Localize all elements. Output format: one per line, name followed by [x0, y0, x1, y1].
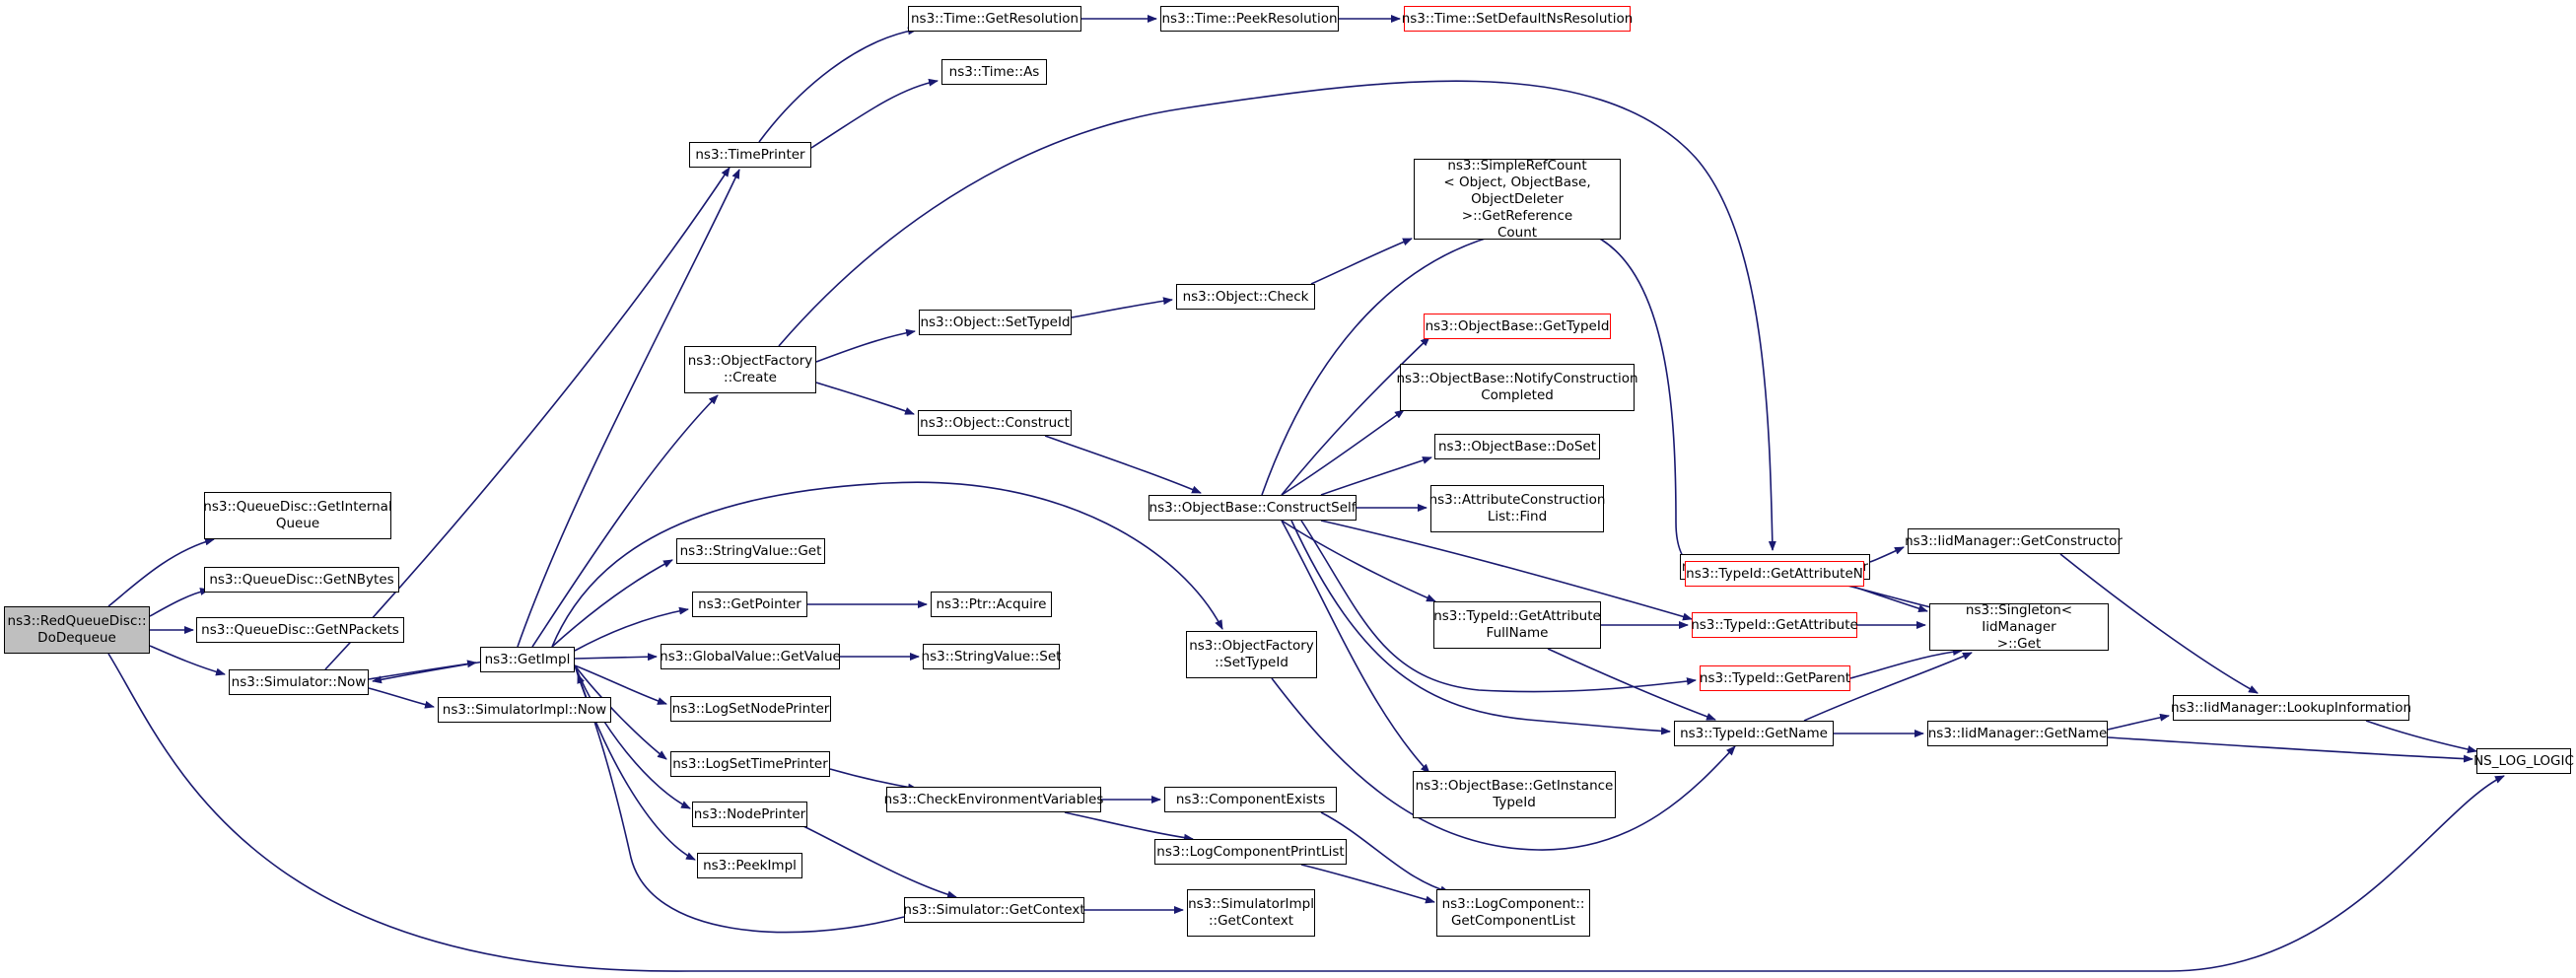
node-typeid-getattributefullname[interactable]: ns3::TypeId::GetAttribute FullName	[1433, 601, 1601, 649]
node-attributeconstructionlist-find[interactable]: ns3::AttributeConstruction List::Find	[1429, 485, 1605, 532]
node-objectfactory-settypeid[interactable]: ns3::ObjectFactory ::SetTypeId	[1186, 631, 1317, 678]
edge-simnow-timeprinter	[324, 167, 731, 670]
node-objectbase-notifyconstruction[interactable]: ns3::ObjectBase::NotifyConstruction Comp…	[1396, 364, 1638, 411]
node-objectbase-constructself[interactable]: ns3::ObjectBase::ConstructSelf	[1149, 495, 1357, 521]
node-ns-log-logic[interactable]: NS_LOG_LOGIC	[2473, 748, 2574, 774]
node-time-getresolution[interactable]: ns3::Time::GetResolution	[908, 6, 1081, 32]
edge-getimpl-globalgetvalue	[574, 653, 658, 662]
node-time-setdefaultnsresolution[interactable]: ns3::Time::SetDefaultNsResolution	[1402, 6, 1633, 32]
edge-getattributefullname-typeidgetname	[1547, 648, 1716, 721]
edge-iidgetname-lookupinfo	[2107, 713, 2170, 731]
node-singleton-iidmanager-get[interactable]: ns3::Singleton< IidManager >::Get	[1929, 602, 2109, 652]
edge-constructself-getattribute	[1320, 520, 1693, 621]
node-simulatorimpl-now[interactable]: ns3::SimulatorImpl::Now	[438, 697, 611, 723]
edge-timeprinter-getresolution	[758, 27, 918, 143]
node-getinternalqueue[interactable]: ns3::QueueDisc::GetInternal Queue	[203, 492, 392, 539]
edge-getimpl-getpointer	[574, 606, 689, 652]
edge-constructself-getinstancetypeid	[1281, 520, 1430, 774]
node-iidmanager-lookupinformation[interactable]: ns3::IidManager::LookupInformation	[2171, 695, 2411, 721]
edge-getimpl-stringvalueget	[551, 559, 673, 648]
node-objectbase-gettypeid[interactable]: ns3::ObjectBase::GetTypeId	[1424, 314, 1611, 339]
edge-dodequeue-getinternalqueue	[107, 537, 215, 607]
node-typeid-getname[interactable]: ns3::TypeId::GetName	[1674, 721, 1834, 746]
node-objectfactory-create[interactable]: ns3::ObjectFactory ::Create	[684, 346, 816, 393]
edge-constructself-doset	[1320, 456, 1432, 496]
edge-dodequeue-getnbytes	[149, 588, 210, 617]
node-peekimpl[interactable]: ns3::PeekImpl	[697, 853, 802, 878]
edge-getimpl-ofsettypeid	[551, 481, 1223, 648]
node-logcomponent-getcomponentlist[interactable]: ns3::LogComponent:: GetComponentList	[1436, 889, 1590, 937]
node-stringvalue-get[interactable]: ns3::StringValue::Get	[676, 538, 825, 564]
edge-constructself-notifyconstruction	[1281, 409, 1405, 496]
node-objectbase-doset[interactable]: ns3::ObjectBase::DoSet	[1434, 434, 1600, 459]
edge-ofsettypeid-typeidgetname	[1271, 677, 1736, 851]
edge-dodequeue-simnow	[149, 645, 226, 676]
edge-getattributen-singletonget	[1852, 586, 1928, 613]
node-nodeprinter[interactable]: ns3::NodePrinter	[692, 802, 807, 827]
node-logcomponentprintlist[interactable]: ns3::LogComponentPrintList	[1154, 839, 1347, 865]
node-time-peekresolution[interactable]: ns3::Time::PeekResolution	[1160, 6, 1339, 32]
node-simulatorimpl-getcontext[interactable]: ns3::SimulatorImpl ::GetContext	[1187, 889, 1315, 937]
edge-objconstruct-constructself	[1044, 435, 1202, 494]
node-getpointer[interactable]: ns3::GetPointer	[692, 592, 807, 617]
edge-componentexists-getcomponentlist	[1320, 811, 1450, 894]
node-componentexists[interactable]: ns3::ComponentExists	[1164, 787, 1337, 812]
node-typeid-getattributen[interactable]: ns3::TypeId::GetAttributeN	[1685, 561, 1864, 587]
edge-ofcreate-objconstruct	[815, 382, 915, 415]
edge-checkenv-logcomponentprintlist	[1064, 811, 1194, 842]
edge-nodeprinter-simgetcontext	[802, 825, 957, 899]
node-object-settypeid[interactable]: ns3::Object::SetTypeId	[919, 310, 1072, 335]
node-timeprinter[interactable]: ns3::TimePrinter	[689, 142, 811, 168]
edge-constructself-getattributefullname	[1281, 520, 1436, 602]
node-typeid-getparent[interactable]: ns3::TypeId::GetParent	[1700, 665, 1850, 691]
edge-simnow-simimplnow	[368, 687, 435, 709]
node-logsetnodeprinter[interactable]: ns3::LogSetNodePrinter	[670, 696, 831, 722]
node-simplerefcount[interactable]: ns3::SimpleRefCount < Object, ObjectBase…	[1414, 158, 1621, 241]
node-time-as[interactable]: ns3::Time::As	[941, 59, 1047, 85]
node-dodequeue[interactable]: ns3::RedQueueDisc:: DoDequeue	[4, 606, 150, 654]
edge-simgetcontext-getimpl	[577, 673, 905, 934]
edge-iidgetconstructor-lookupinfo	[2059, 553, 2259, 694]
node-typeid-getattribute[interactable]: ns3::TypeId::GetAttribute	[1691, 612, 1858, 638]
edge-getconstructor-iidgetconstructor	[1869, 546, 1905, 563]
edge-objcheck-simplerefcount	[1310, 238, 1413, 285]
node-getnpackets[interactable]: ns3::QueueDisc::GetNPackets	[196, 617, 404, 643]
node-object-construct[interactable]: ns3::Object::Construct	[918, 410, 1072, 436]
edge-ofcreate-getconstructor	[778, 80, 1776, 551]
node-logsettimeprinter[interactable]: ns3::LogSetTimePrinter	[670, 751, 830, 777]
edge-getimpl-nodeprinter	[574, 664, 691, 809]
node-checkenvironmentvariables[interactable]: ns3::CheckEnvironmentVariables	[884, 787, 1103, 812]
node-globalvalue-getvalue[interactable]: ns3::GlobalValue::GetValue	[660, 644, 841, 669]
node-getnbytes[interactable]: ns3::QueueDisc::GetNBytes	[204, 567, 399, 593]
edge-getimpl-simnow	[372, 660, 491, 684]
edge-typeidgetname-singletonget	[1803, 652, 1973, 722]
node-simulator-getcontext[interactable]: ns3::Simulator::GetContext	[903, 897, 1085, 923]
edge-lookupinfo-nslog	[2365, 720, 2477, 753]
edge-timeprinter-timeas	[810, 78, 939, 149]
node-getimpl[interactable]: ns3::GetImpl	[480, 647, 575, 672]
node-simulator-now[interactable]: ns3::Simulator::Now	[229, 669, 369, 695]
edge-ofcreate-objsettypeid	[815, 328, 916, 363]
edge-getimpl-ofcreate	[531, 394, 719, 648]
edge-constructself-typeidgetname	[1290, 520, 1671, 735]
edge-getimpl-logsetnodeprinter	[574, 664, 667, 705]
edge-constructself-obgettypeid	[1281, 336, 1430, 496]
node-objectbase-getinstancetypeid[interactable]: ns3::ObjectBase::GetInstance TypeId	[1413, 771, 1616, 818]
edge-objsettypeid-objcheck	[1071, 297, 1173, 318]
edge-logcomponentprintlist-getcomponentlist	[1300, 864, 1435, 904]
edge-getparent-singletonget	[1849, 648, 1963, 679]
node-stringvalue-set[interactable]: ns3::StringValue::Set	[922, 644, 1061, 669]
node-object-check[interactable]: ns3::Object::Check	[1176, 284, 1315, 310]
node-ptr-acquire[interactable]: ns3::Ptr::Acquire	[931, 592, 1052, 617]
node-iidmanager-getname[interactable]: ns3::IidManager::GetName	[1927, 721, 2108, 746]
edge-getimpl-timeprinter	[517, 169, 740, 648]
edge-dodequeue-nslog	[107, 653, 2505, 972]
edge-iidgetname-nslog	[2107, 736, 2473, 763]
node-iidmanager-getconstructor[interactable]: ns3::IidManager::GetConstructor	[1905, 528, 2123, 554]
